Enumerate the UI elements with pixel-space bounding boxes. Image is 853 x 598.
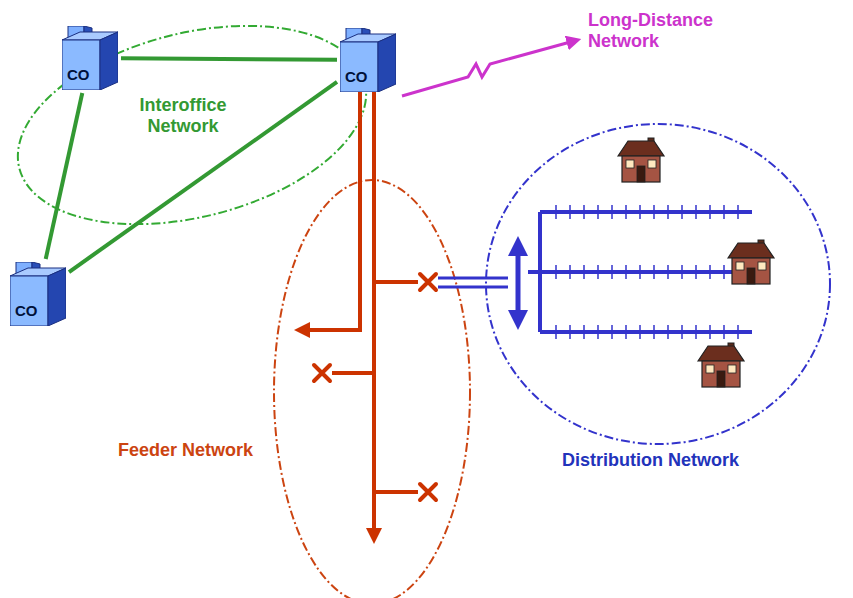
- office-label: CO: [62, 26, 118, 82]
- central-office: CO: [62, 26, 118, 90]
- interoffice-trunk: [121, 58, 337, 60]
- region-label: Feeder Network: [118, 440, 253, 461]
- distribution-region: [486, 124, 830, 444]
- office-label: CO: [340, 28, 396, 84]
- interoffice-region: [0, 0, 387, 257]
- central-office: CO: [340, 28, 396, 92]
- cross-connect-marks: [314, 274, 436, 500]
- house-icons: [618, 138, 774, 387]
- feeder-cables: [302, 92, 418, 536]
- drop-ticks: [556, 205, 738, 339]
- interoffice-trunk: [46, 93, 83, 259]
- region-label: Distribution Network: [562, 450, 739, 471]
- network-label: Long-Distance Network: [588, 10, 758, 51]
- central-office: CO: [10, 262, 66, 326]
- long-distance-link: [402, 41, 574, 96]
- distribution-cables: [438, 212, 752, 332]
- office-label: CO: [10, 262, 66, 318]
- interoffice-trunk: [69, 82, 337, 272]
- region-label: Interoffice Network: [118, 95, 248, 136]
